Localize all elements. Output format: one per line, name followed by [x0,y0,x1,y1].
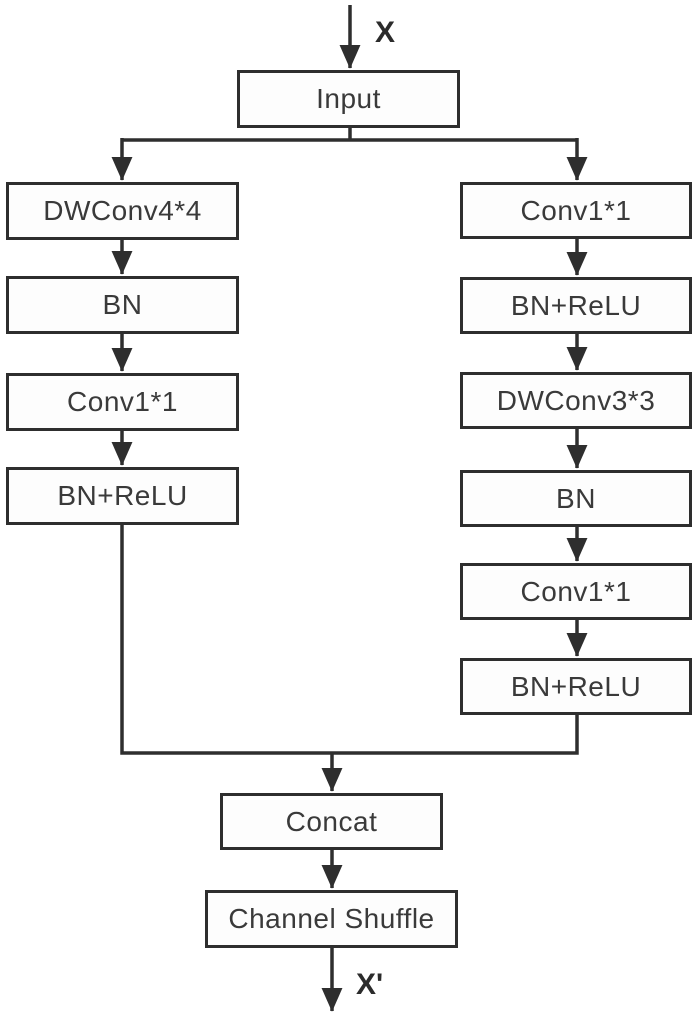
node-channel-shuffle: Channel Shuffle [205,890,458,948]
edge-left-to-merge [120,525,332,755]
node-right-bn-relu-a: BN+ReLU [460,277,692,334]
node-left-conv1x1: Conv1*1 [6,373,239,431]
node-right-conv1x1-b: Conv1*1 [460,563,692,620]
node-right-bn-relu-b: BN+ReLU [460,658,692,715]
edge-right-to-merge [332,715,579,755]
node-left-dwconv4x4: DWConv4*4 [6,182,239,240]
node-left-bn-relu: BN+ReLU [6,467,239,525]
node-right-dwconv3x3: DWConv3*3 [460,372,692,429]
node-right-bn: BN [460,470,692,527]
input-tensor-label: X [375,16,396,49]
node-concat: Concat [220,793,443,850]
node-input: Input [237,70,460,128]
node-left-bn: BN [6,276,239,334]
output-tensor-label: X' [356,968,384,1001]
node-right-conv1x1-a: Conv1*1 [460,182,692,239]
